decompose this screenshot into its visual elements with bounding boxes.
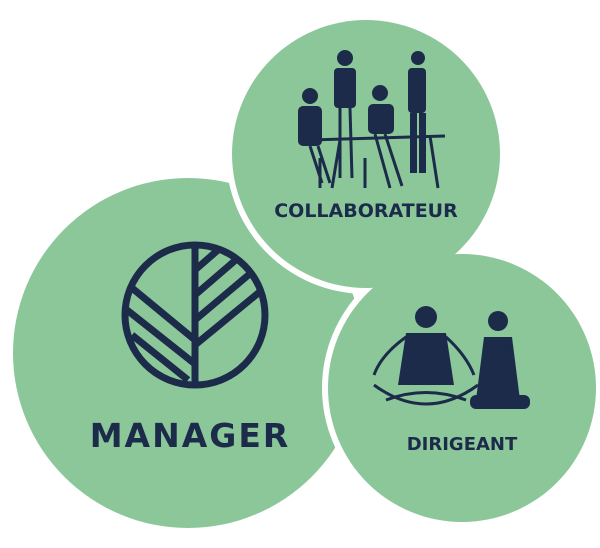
collaborateur-circle (232, 20, 500, 288)
dirigeant-circle (328, 254, 596, 522)
manager-label: MANAGER (89, 416, 291, 455)
meditating-leaders-illustration (372, 306, 530, 409)
dirigeant-label: DIRIGEANT (406, 434, 518, 455)
collaborateur-label: COLLABORATEUR (274, 200, 458, 222)
leaf-emblem-icon (121, 241, 269, 389)
team-meeting-illustration (298, 50, 446, 189)
